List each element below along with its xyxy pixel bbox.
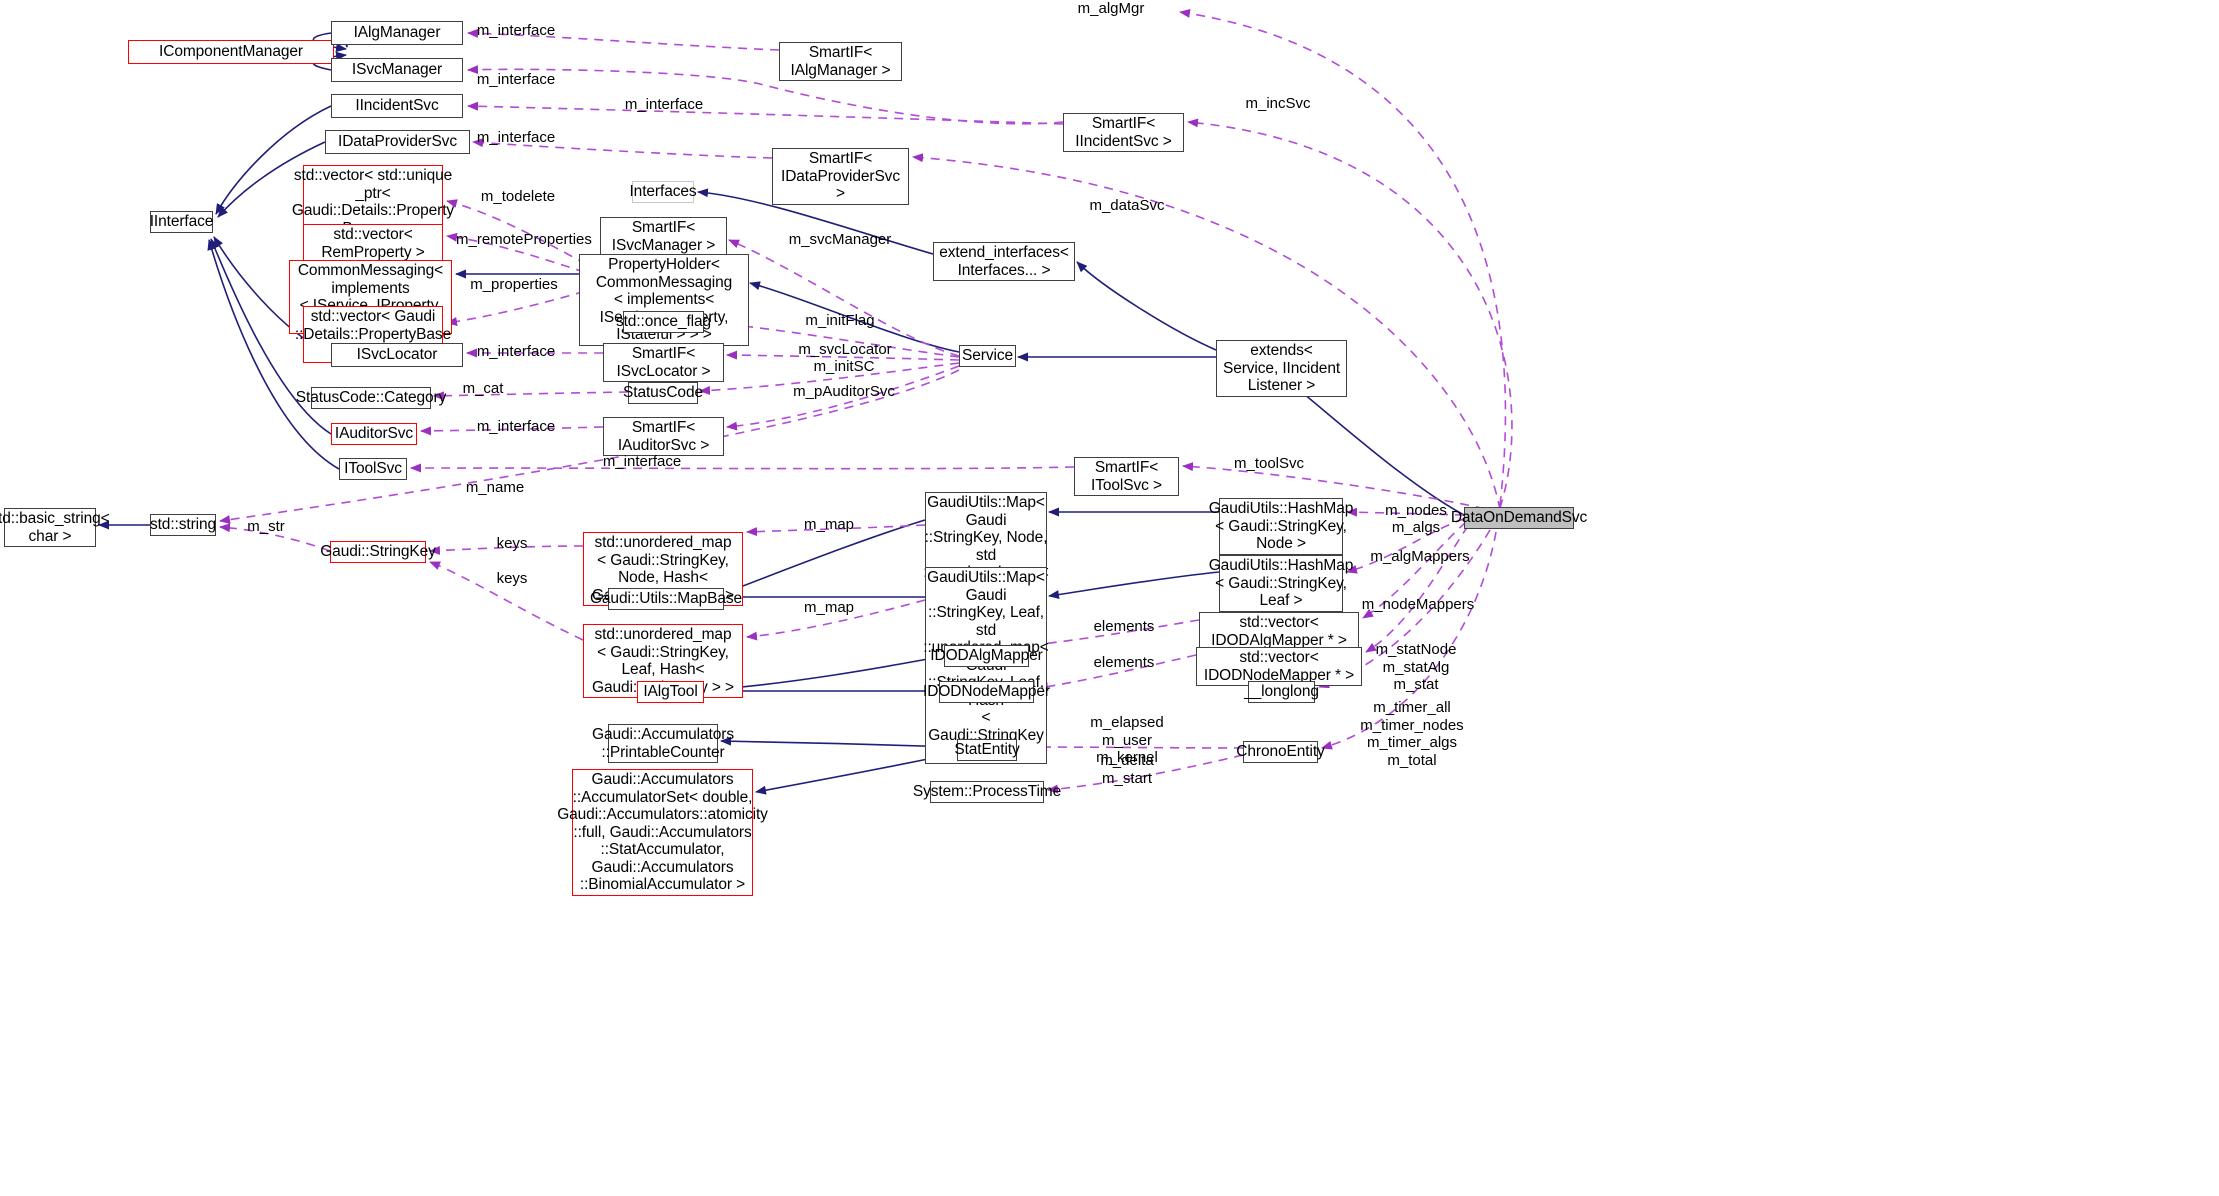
edge-label-lbl_keys_leaf: keys (496, 570, 528, 587)
edge-label-lbl_if_alg: m_interface (476, 22, 556, 39)
edge-label-lbl_cat: m_cat (462, 380, 504, 397)
class-node-IDODAlgMapper[interactable]: IDODAlgMapper (930, 645, 1043, 667)
edge-label-lbl_if_toolsvc: m_interface (602, 453, 682, 470)
edge-label-lbl_algmappers: m_algMappers (1370, 548, 1470, 565)
class-node-std_string[interactable]: std::string (150, 514, 216, 536)
class-node-SmartIF_IIncidentSvc[interactable]: SmartIF< IIncidentSvc > (1063, 113, 1184, 152)
edge-label-lbl_if_dataprov: m_interface (476, 129, 556, 146)
class-node-basic_string[interactable]: std::basic_string< char > (0, 508, 110, 547)
class-node-StatEntity[interactable]: StatEntity (954, 739, 1020, 761)
edge-label-lbl_elements_node: elements (1093, 654, 1155, 671)
class-node-Interfaces[interactable]: Interfaces (629, 181, 697, 203)
edge-label-lbl_alg_mgr_top: m_algMgr (1077, 0, 1145, 17)
class-node-StringKey[interactable]: Gaudi::StringKey (320, 541, 436, 563)
class-node-PrintableCounter[interactable]: Gaudi::Accumulators ::PrintableCounter (592, 724, 734, 763)
class-node-once_flag[interactable]: std::once_flag (616, 311, 711, 333)
class-node-IToolSvc[interactable]: IToolSvc (339, 458, 407, 480)
edge-label-lbl_map_leaf: m_map (803, 599, 855, 616)
edge-label-lbl_if_svcloc: m_interface (476, 343, 556, 360)
class-node-vec_RemProperty[interactable]: std::vector< RemProperty > (303, 224, 443, 263)
edge-label-lbl_algs: m_algs (1391, 519, 1441, 536)
class-node-longlong[interactable]: __longlong (1244, 681, 1319, 703)
class-node-Service[interactable]: Service (959, 345, 1016, 367)
class-node-ChronoEntity[interactable]: ChronoEntity (1236, 741, 1325, 763)
edge-label-lbl_name: m_name (465, 479, 525, 496)
edge-label-lbl_incsvc: m_incSvc (1245, 95, 1311, 112)
edge-label-lbl_stat: m_statNode m_statAlg m_stat (1375, 641, 1457, 693)
edge-label-lbl_if_auditor: m_interface (476, 418, 556, 435)
class-node-SmartIF_ISvcManager[interactable]: SmartIF< ISvcManager > (600, 217, 727, 256)
edge-label-lbl_elapsed: m_elapsed m_user m_kernel (1090, 714, 1164, 766)
edge-label-lbl_todelete: m_todelete (480, 188, 556, 205)
class-node-IDODNodeMapper[interactable]: IDODNodeMapper (923, 681, 1050, 703)
class-node-SmartIF_IAuditorSvc[interactable]: SmartIF< IAuditorSvc > (603, 417, 724, 456)
class-node-IAlgManager[interactable]: IAlgManager (331, 21, 463, 45)
edge-label-lbl_nodes: m_nodes (1385, 502, 1447, 519)
class-node-SmartIF_IDataProviderSvc[interactable]: SmartIF< IDataProviderSvc > (772, 148, 909, 205)
class-node-ISvcManager[interactable]: ISvcManager (331, 58, 463, 82)
class-node-SmartIF_IAlgManager[interactable]: SmartIF< IAlgManager > (779, 42, 902, 81)
class-node-HashMap_Node[interactable]: GaudiUtils::HashMap < Gaudi::StringKey, … (1209, 498, 1353, 555)
edge-label-lbl_str: m_str (247, 518, 285, 535)
edge-label-lbl_keys_node: keys (496, 535, 528, 552)
class-node-extends_Service[interactable]: extends< Service, IIncident Listener > (1216, 340, 1347, 397)
class-node-HashMap_Leaf[interactable]: GaudiUtils::HashMap < Gaudi::StringKey, … (1209, 555, 1353, 612)
class-node-extend_interfaces[interactable]: extend_interfaces< Interfaces... > (933, 242, 1075, 281)
edge-label-lbl_pauditor: m_pAuditorSvc (793, 383, 895, 400)
edge-label-lbl_map_node: m_map (803, 516, 855, 533)
edge-label-lbl_initflag: m_initFlag (805, 312, 875, 329)
class-node-IAuditorSvc[interactable]: IAuditorSvc (331, 423, 417, 445)
edge-label-lbl_timers: m_timer_all m_timer_nodes m_timer_algs m… (1360, 699, 1464, 769)
class-node-ProcessTime[interactable]: System::ProcessTime (913, 781, 1061, 803)
class-node-IDataProviderSvc[interactable]: IDataProviderSvc (325, 130, 470, 154)
edge-label-lbl_initsc: m_initSC (813, 358, 875, 375)
class-node-SmartIF_IToolSvc[interactable]: SmartIF< IToolSvc > (1074, 457, 1179, 496)
class-node-ISvcLocator[interactable]: ISvcLocator (331, 343, 463, 367)
class-node-IIncidentSvc[interactable]: IIncidentSvc (331, 94, 463, 118)
class-node-vec_IDODNodeMapper[interactable]: std::vector< IDODNodeMapper * > (1196, 647, 1362, 686)
edge-label-lbl_delta: m_delta m_start (1100, 752, 1154, 787)
class-node-SmartIF_ISvcLocator[interactable]: SmartIF< ISvcLocator > (603, 343, 724, 382)
edge-label-lbl_remoteprops: m_remoteProperties (456, 231, 592, 248)
class-node-DataOnDemandSvc[interactable]: DataOnDemandSvc (1451, 507, 1587, 529)
class-node-IAlgTool[interactable]: IAlgTool (637, 681, 704, 703)
class-node-PropertyHolder[interactable]: PropertyHolder< CommonMessaging < implem… (579, 254, 749, 346)
edge-label-lbl_svcmanager: m_svcManager (788, 231, 892, 248)
edge-label-lbl_properties: m_properties (470, 276, 558, 293)
class-node-MapBase[interactable]: Gaudi::Utils::MapBase (590, 588, 742, 610)
class-node-StatusCode[interactable]: StatusCode (623, 382, 703, 404)
class-node-vec_IDODAlgMapper[interactable]: std::vector< IDODAlgMapper * > (1199, 612, 1359, 651)
class-node-StatusCodeCategory[interactable]: StatusCode::Category (296, 387, 446, 409)
edge-label-lbl_elements_alg: elements (1093, 618, 1155, 635)
edge-label-lbl_if_incident: m_interface (624, 96, 704, 113)
edge-label-lbl_nodemappers: m_nodeMappers (1361, 596, 1475, 613)
edge-label-lbl_toolsvc: m_toolSvc (1233, 455, 1305, 472)
class-node-AccumulatorSet[interactable]: Gaudi::Accumulators ::AccumulatorSet< do… (557, 769, 768, 896)
edge-label-lbl_if_svcmgr: m_interface (476, 71, 556, 88)
class-node-IComponentManager[interactable]: IComponentManager (128, 40, 334, 64)
class-node-IInterface[interactable]: IInterface (150, 211, 213, 233)
edge-label-lbl_svclocator: m_svcLocator (798, 341, 892, 358)
edge-label-lbl_datasvc: m_dataSvc (1089, 197, 1165, 214)
